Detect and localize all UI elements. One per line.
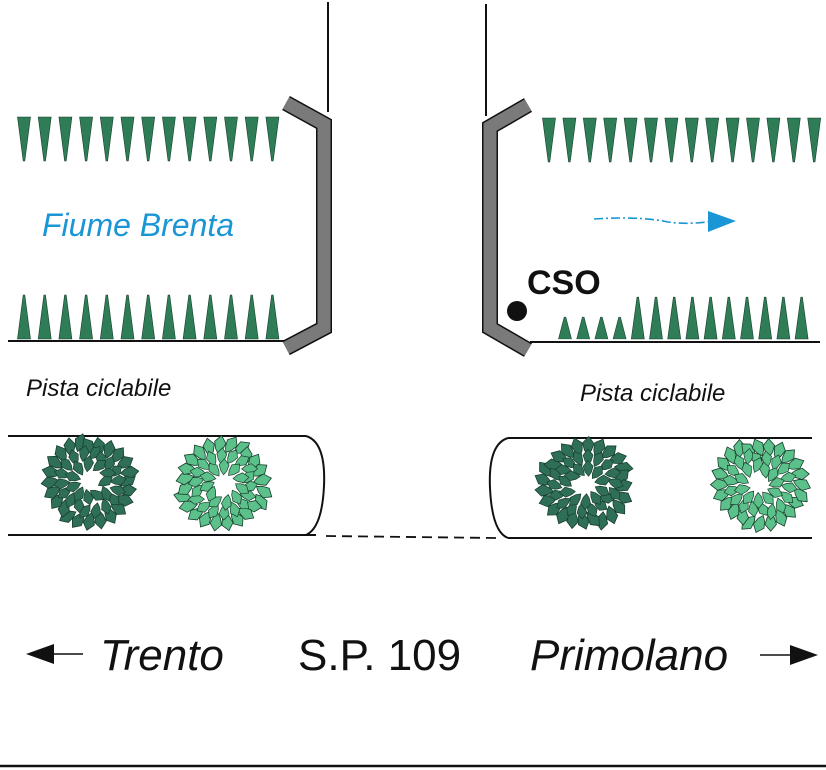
grass-spike-icon	[182, 294, 197, 340]
flow-arrow-icon	[593, 211, 736, 232]
grass-spike-icon	[141, 116, 156, 162]
grass-spike-icon	[17, 294, 31, 340]
grass-spike-icon	[161, 116, 176, 162]
grass-spike-icon	[182, 116, 197, 162]
river-label: Fiume Brenta	[42, 207, 234, 243]
arrow-left-icon	[26, 644, 83, 664]
grass-spike-icon	[265, 116, 280, 162]
point-marker-icon	[507, 301, 527, 321]
town-label-left: Trento	[100, 631, 224, 680]
grass-spike-icon	[725, 117, 740, 163]
grass-row-bottom-right	[558, 296, 809, 340]
grass-spike-icon	[705, 117, 720, 163]
grass-spike-icon	[99, 116, 114, 162]
right-bank	[482, 4, 822, 357]
cso-label: CSO	[527, 264, 601, 302]
grass-spike-icon	[685, 296, 700, 340]
grass-spike-icon	[58, 294, 73, 340]
grass-spike-icon	[644, 117, 658, 163]
grass-spike-icon	[794, 296, 809, 340]
road-dashed-line	[325, 535, 497, 539]
grass-spike-icon	[758, 296, 773, 340]
arrow-right-icon	[760, 645, 818, 665]
grass-spike-icon	[265, 294, 280, 340]
left-bank	[8, 2, 332, 356]
grass-spike-icon	[558, 316, 572, 340]
grass-spike-icon	[161, 294, 176, 340]
grass-spike-icon	[649, 296, 663, 340]
grass-spike-icon	[203, 294, 218, 340]
road-label: S.P. 109	[298, 631, 461, 680]
grass-spike-icon	[703, 296, 718, 340]
grass-spike-icon	[99, 294, 114, 340]
grass-spike-icon	[79, 116, 94, 162]
grass-spike-icon	[244, 294, 259, 340]
grass-spike-icon	[58, 116, 73, 162]
grass-spike-icon	[594, 316, 609, 340]
bush-icon	[172, 433, 276, 533]
grass-spike-icon	[37, 116, 52, 162]
grass-spike-icon	[667, 296, 682, 340]
bush-icon	[39, 431, 140, 533]
grass-spike-icon	[786, 117, 801, 163]
grass-spike-icon	[603, 117, 618, 163]
grass-spike-icon	[623, 117, 638, 163]
grass-spike-icon	[582, 117, 597, 163]
bike-path-left	[8, 435, 326, 536]
grass-spike-icon	[79, 294, 94, 340]
grass-spike-icon	[244, 116, 259, 162]
grass-row-top-left	[17, 116, 280, 162]
grass-spike-icon	[612, 316, 627, 340]
grass-row-bottom-left	[17, 294, 280, 340]
grass-spike-icon	[120, 116, 135, 162]
grass-spike-icon	[203, 116, 218, 162]
bike-path-label-right: Pista ciclabile	[580, 380, 725, 407]
grass-spike-icon	[224, 116, 238, 162]
grass-row-top-right	[542, 117, 822, 163]
grass-spike-icon	[664, 117, 679, 163]
bike-path-right	[488, 437, 812, 539]
bike-path-label-left: Pista ciclabile	[26, 375, 171, 402]
grass-spike-icon	[807, 117, 822, 163]
grass-spike-icon	[562, 117, 577, 163]
grass-spike-icon	[141, 294, 156, 340]
bush-icon	[531, 435, 635, 532]
grass-spike-icon	[630, 296, 645, 340]
grass-spike-icon	[746, 117, 760, 163]
grass-spike-icon	[120, 294, 135, 340]
grass-spike-icon	[17, 116, 31, 162]
bush-icon	[709, 436, 814, 536]
grass-spike-icon	[776, 296, 791, 340]
town-label-right: Primolano	[530, 631, 728, 680]
grass-spike-icon	[224, 294, 238, 340]
grass-spike-icon	[766, 117, 781, 163]
grass-spike-icon	[37, 294, 52, 340]
grass-spike-icon	[576, 316, 591, 340]
grass-spike-icon	[740, 296, 754, 340]
grass-spike-icon	[721, 296, 736, 340]
grass-spike-icon	[684, 117, 699, 163]
grass-spike-icon	[542, 117, 556, 163]
